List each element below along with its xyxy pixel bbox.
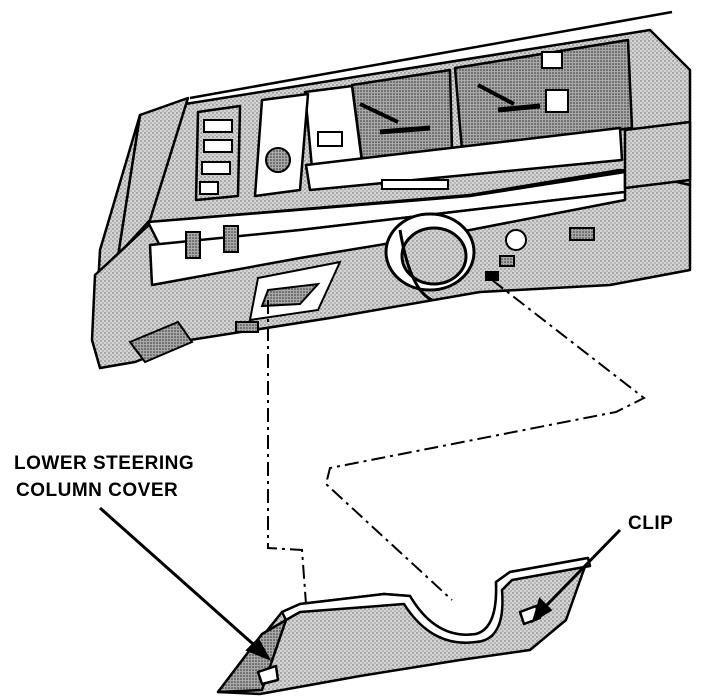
clip-leader [538, 528, 622, 614]
instrument-panel [90, 10, 692, 370]
center-display [303, 84, 364, 170]
gauge-needles [359, 83, 541, 135]
alignment-line-right [324, 279, 646, 601]
alignment-line-left [267, 300, 307, 605]
clip-arrowhead [531, 597, 553, 624]
alignment-lines [267, 279, 646, 605]
headlamp-knob [265, 147, 291, 173]
headlamp-switch-bezel [253, 92, 310, 198]
gauge-window-left [350, 68, 454, 162]
lower-steering-column-cover-label-line2: COLUMN COVER [16, 480, 179, 501]
lower-steering-column-cover-label-line1: LOWER STEERING [14, 453, 195, 474]
lower-cover-leader [99, 506, 263, 654]
panel-details [128, 51, 595, 364]
tach-needle [477, 83, 515, 106]
steering-column-opening [384, 212, 476, 302]
lower-cover-arrowhead [245, 637, 272, 661]
clip-label: CLIP [628, 513, 674, 534]
cluster-lens-bar [304, 126, 624, 192]
callout-arrows [99, 506, 622, 661]
right-vent [623, 120, 692, 190]
lower-steering-column-cover [216, 556, 592, 696]
cover-front-face [216, 618, 288, 694]
speedometer-needle [359, 102, 399, 124]
ashtray-door [128, 320, 194, 364]
panel-top-edge [189, 10, 673, 100]
